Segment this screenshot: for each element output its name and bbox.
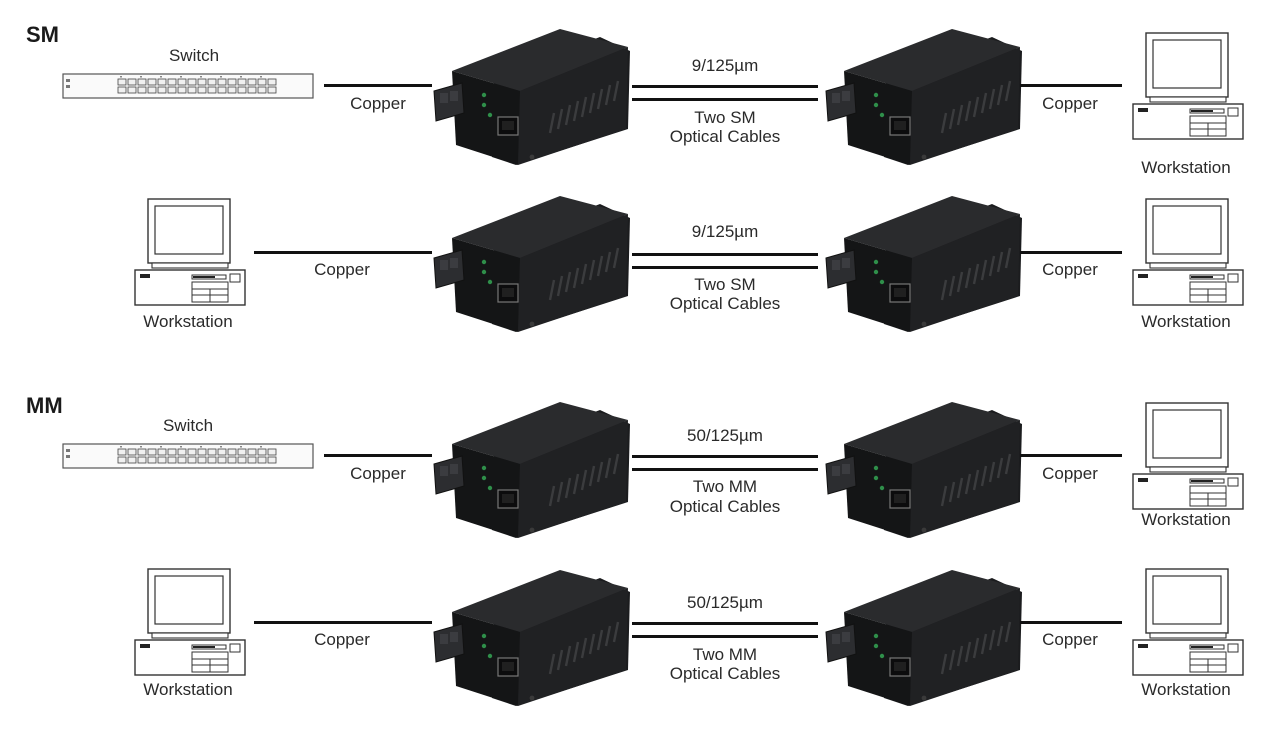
fiber-desc-label: Optical Cables (669, 294, 781, 313)
workstation-label: Workstation (1141, 158, 1231, 177)
fiber-desc-label: Two SM (694, 108, 756, 127)
workstation-label: Workstation (1141, 680, 1231, 699)
workstation-icon (1132, 198, 1244, 306)
workstation-label: Workstation (143, 312, 233, 331)
optical-cable (632, 622, 818, 625)
fiber-desc-label: Two MM (692, 645, 758, 664)
copper-label: Copper (350, 464, 406, 483)
workstation-label: Workstation (1141, 510, 1231, 529)
fiber-desc-label: Optical Cables (669, 664, 781, 683)
copper-label: Copper (1042, 630, 1098, 649)
media-converter-icon (432, 566, 632, 708)
optical-cable (632, 455, 818, 458)
optical-cable (632, 468, 818, 471)
switch-icon (62, 443, 314, 469)
fiber-desc-label: Optical Cables (669, 127, 781, 146)
copper-cable (324, 84, 432, 87)
media-converter-icon (432, 25, 632, 167)
workstation-label: Workstation (1141, 312, 1231, 331)
copper-cable (1020, 454, 1122, 457)
media-converter-icon (824, 566, 1024, 708)
fiber-desc-label: Optical Cables (669, 497, 781, 516)
switch-label: Switch (162, 416, 214, 435)
fiber-spec-label: 50/125µm (687, 426, 763, 445)
media-converter-icon (432, 398, 632, 540)
copper-label: Copper (314, 630, 370, 649)
workstation-icon (1132, 402, 1244, 510)
optical-cable (632, 253, 818, 256)
workstation-label: Workstation (143, 680, 233, 699)
copper-label: Copper (314, 260, 370, 279)
copper-cable (1020, 84, 1122, 87)
copper-label: Copper (350, 94, 406, 113)
copper-cable (254, 621, 432, 624)
fiber-spec-label: 50/125µm (687, 593, 763, 612)
optical-cable (632, 98, 818, 101)
workstation-icon (134, 198, 246, 306)
fiber-desc-label: Two MM (692, 477, 758, 496)
media-converter-icon (432, 192, 632, 334)
fiber-spec-label: 9/125µm (691, 56, 759, 75)
copper-cable (254, 251, 432, 254)
copper-cable (324, 454, 432, 457)
optical-cable (632, 635, 818, 638)
switch-icon (62, 73, 314, 99)
optical-cable (632, 266, 818, 269)
media-converter-icon (824, 192, 1024, 334)
media-converter-icon (824, 398, 1024, 540)
copper-cable (1020, 621, 1122, 624)
copper-cable (1020, 251, 1122, 254)
fiber-desc-label: Two SM (694, 275, 756, 294)
switch-label: Switch (168, 46, 220, 65)
optical-cable (632, 85, 818, 88)
copper-label: Copper (1042, 260, 1098, 279)
copper-label: Copper (1042, 94, 1098, 113)
fiber-spec-label: 9/125µm (691, 222, 759, 241)
copper-label: Copper (1042, 464, 1098, 483)
workstation-icon (1132, 568, 1244, 676)
section-title-mm: MM (26, 393, 63, 418)
media-converter-icon (824, 25, 1024, 167)
section-title-sm: SM (26, 22, 59, 47)
workstation-icon (134, 568, 246, 676)
workstation-icon (1132, 32, 1244, 140)
